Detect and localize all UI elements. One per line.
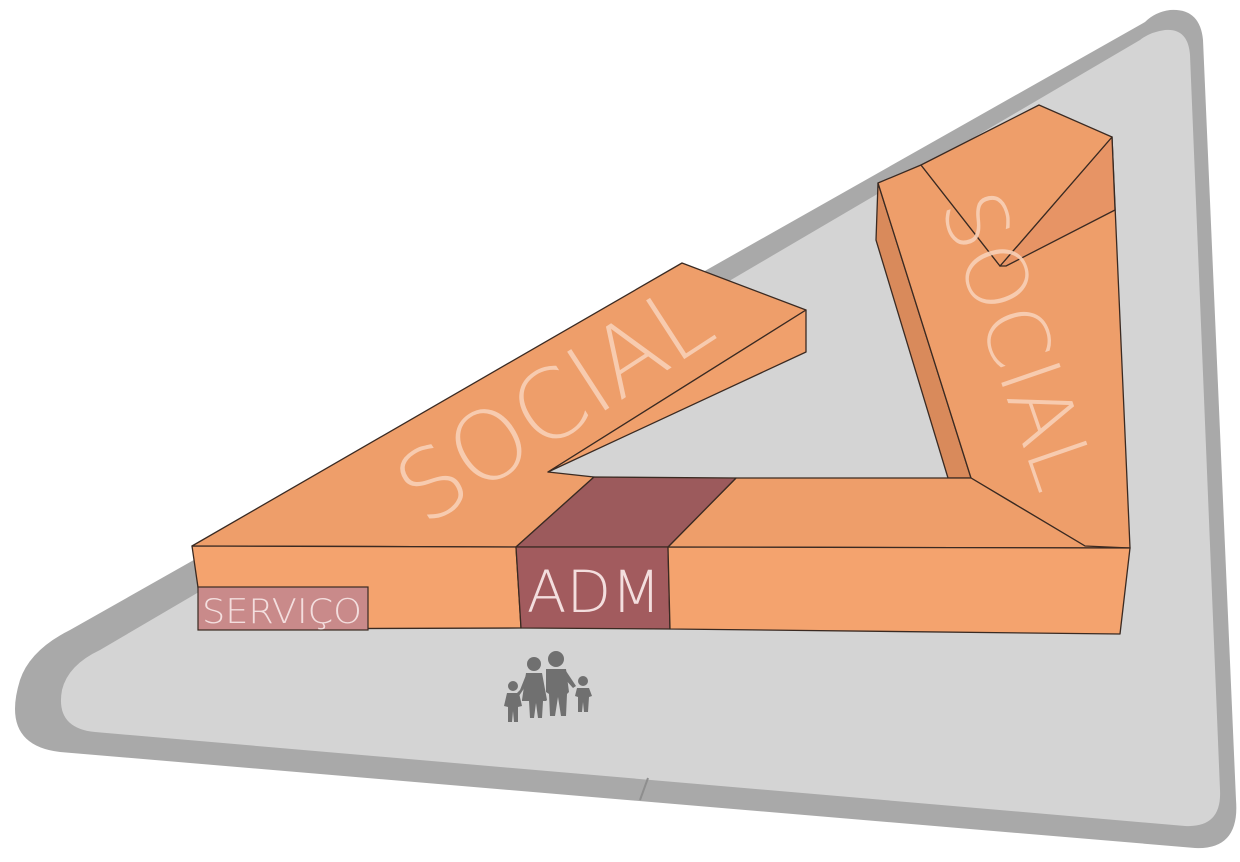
social-left-wing [191, 262, 807, 548]
adm-label: ADM [527, 558, 661, 626]
right-front-face [667, 546, 1131, 635]
servico-box [197, 586, 369, 631]
left-wing-end-face [547, 309, 807, 473]
servico-label: SERVIÇO [202, 592, 362, 632]
family-pedestrians-icon [504, 651, 592, 722]
